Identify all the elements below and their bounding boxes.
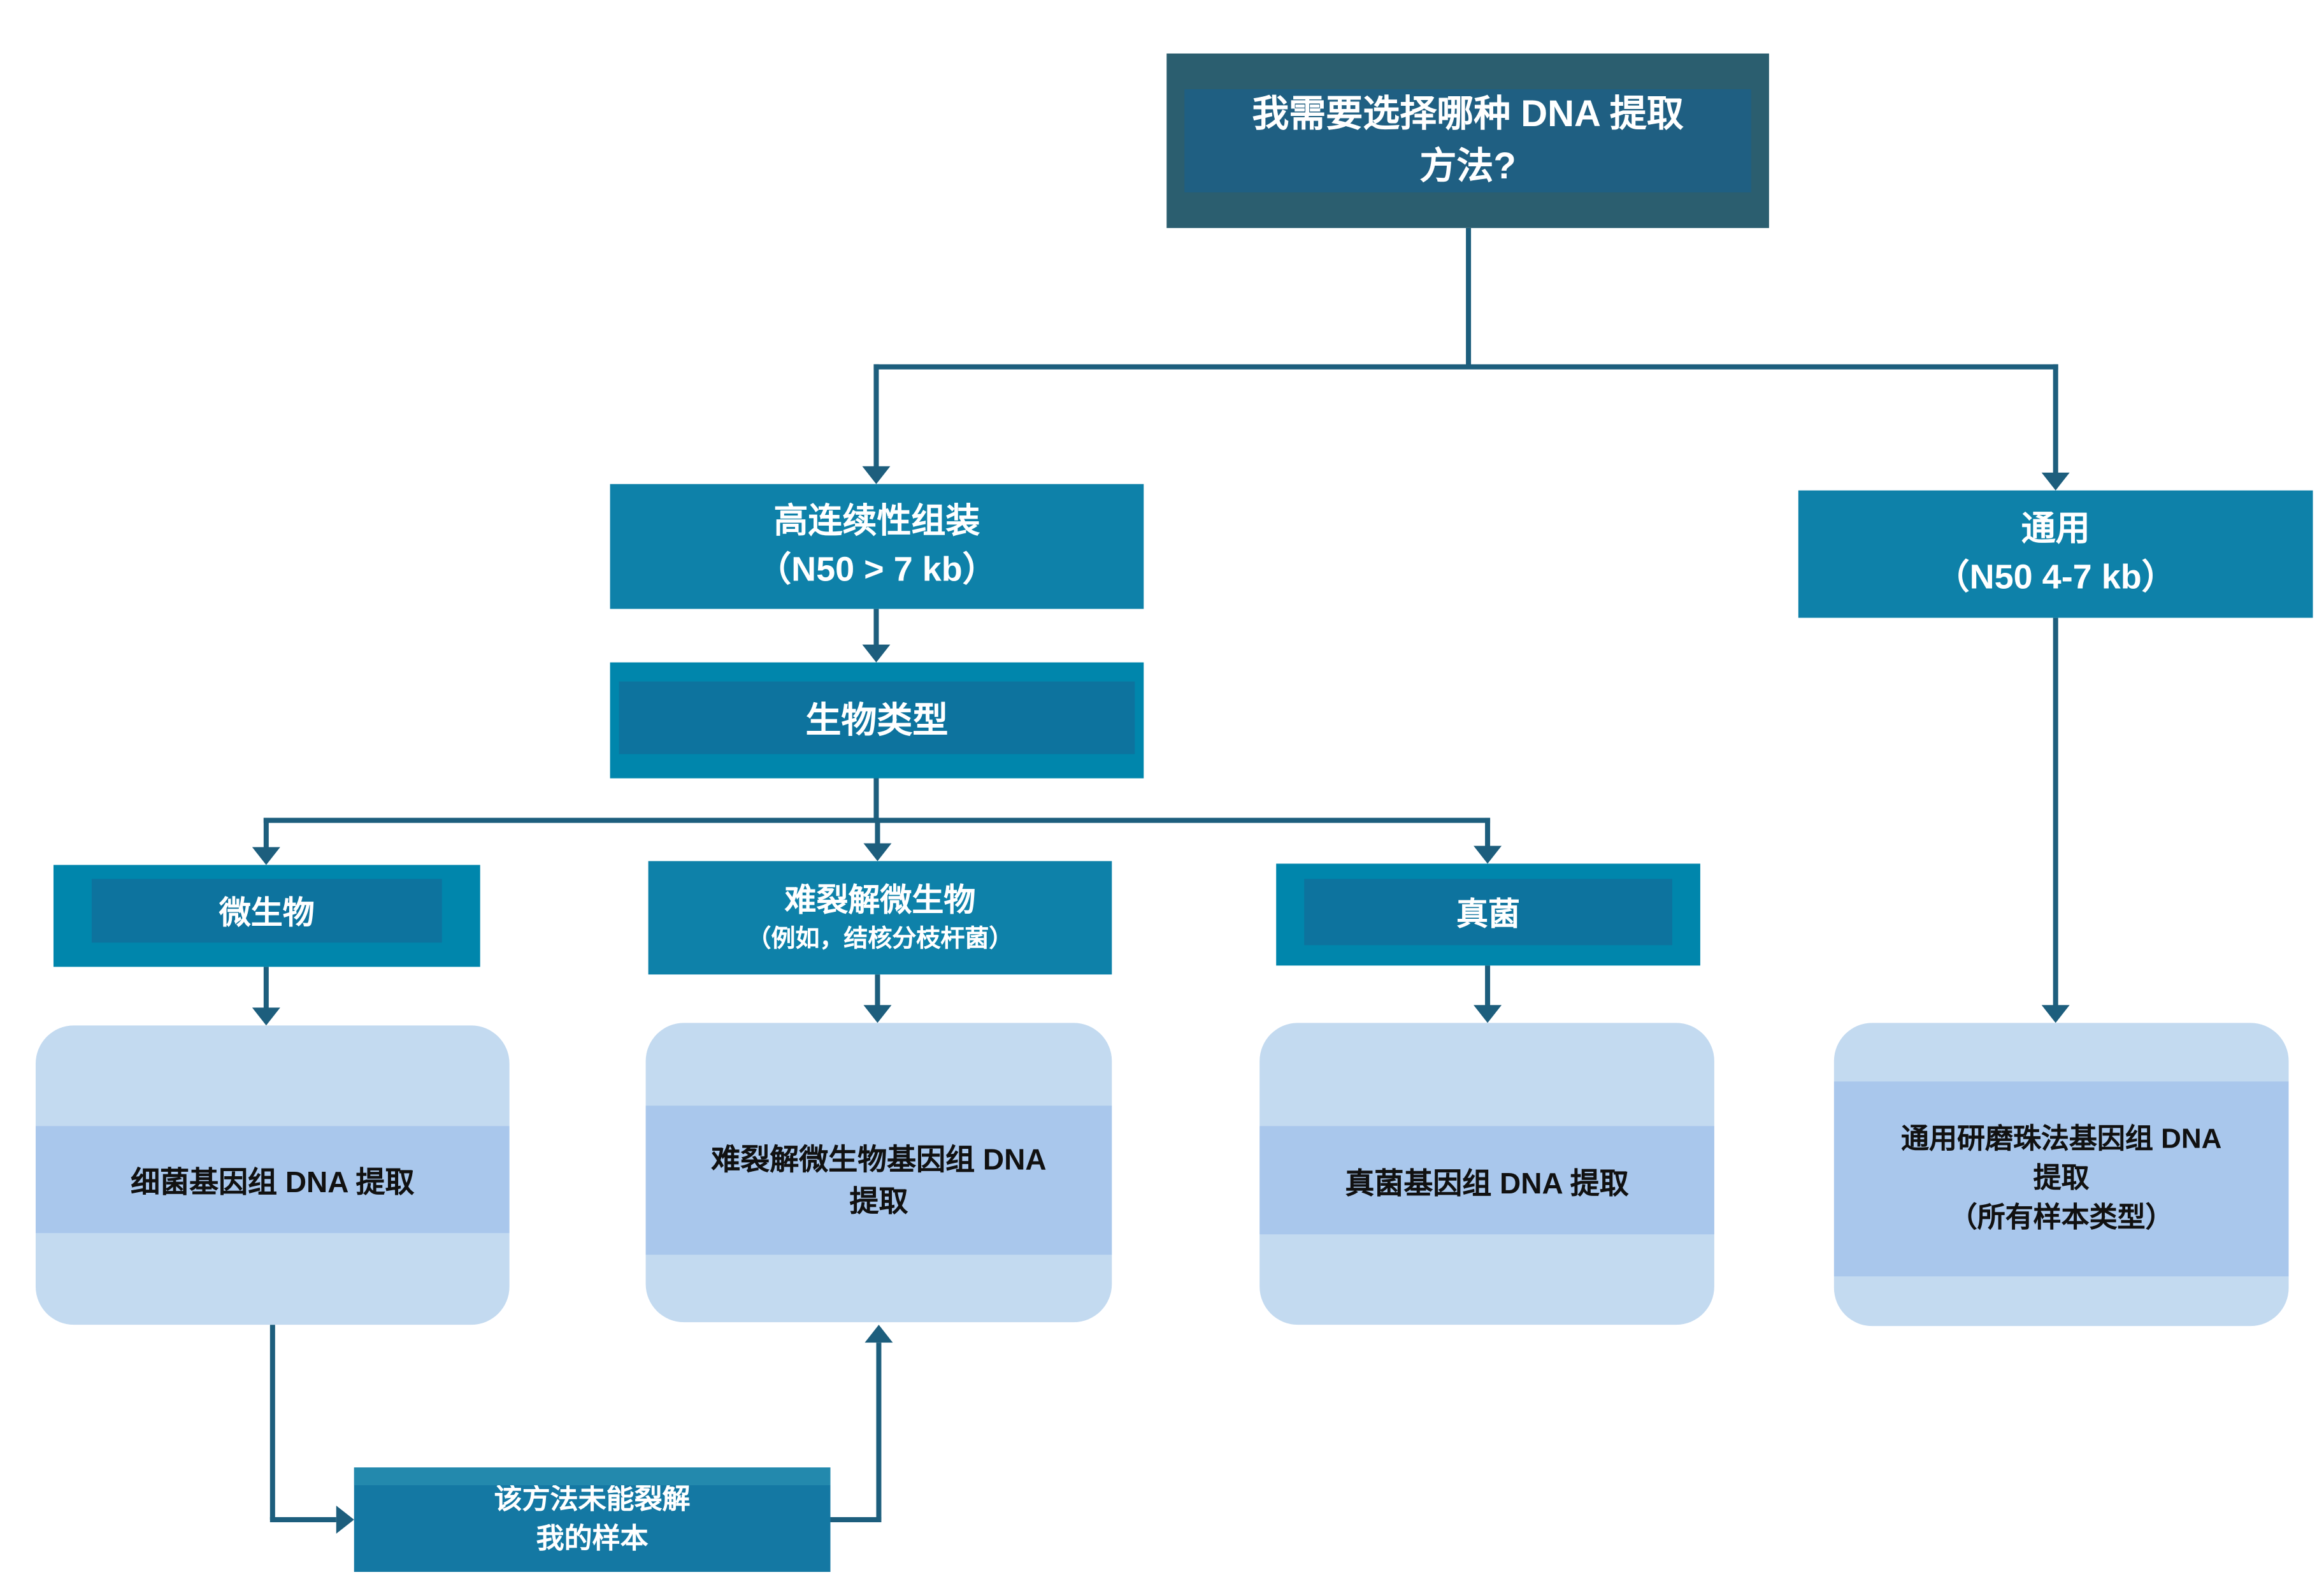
arrowhead-retry-hardlyse-icon xyxy=(864,1325,893,1343)
node-result-hard-text-line2: 提取 xyxy=(849,1184,908,1218)
node-hard-to-lyse-text-line2: （例如，结核分枝杆菌） xyxy=(747,925,1014,953)
node-result-universal-text-line3: （所有样本类型） xyxy=(1949,1201,2174,1233)
connector-to-assembly xyxy=(873,364,879,468)
node-result-fungi-band: 真菌基因组 DNA 提取 xyxy=(1259,1126,1714,1235)
node-organism-type: 生物类型 xyxy=(610,662,1144,779)
node-question-text-line1: 我需要选择哪种 DNA 提取 xyxy=(1252,94,1684,135)
arrowhead-microbe-result-icon xyxy=(252,1007,280,1026)
node-result-hard: 难裂解微生物基因组 DNA 提取 xyxy=(645,1023,1112,1323)
node-assembly-text-line2: （N50 > 7 kb） xyxy=(757,550,997,589)
connector-microbe-result xyxy=(263,967,269,1009)
node-result-universal-band: 通用研磨珠法基因组 DNA 提取 （所有样本类型） xyxy=(1833,1081,2289,1277)
node-fungi-panel: 真菌 xyxy=(1304,879,1672,946)
node-universal: 通用 （N50 4-7 kb） xyxy=(1798,490,2313,618)
node-fail-lysis-topband xyxy=(354,1467,831,1486)
node-fungi: 真菌 xyxy=(1276,863,1700,966)
node-microbe: 微生物 xyxy=(53,865,480,967)
arrowhead-to-fungi-icon xyxy=(1474,846,1502,864)
node-organism-type-panel: 生物类型 xyxy=(619,681,1135,754)
arrowhead-hardlyse-result-icon xyxy=(863,1005,892,1023)
connector-loop-down xyxy=(269,1325,275,1520)
connector-loop-up xyxy=(876,1343,882,1520)
node-question-text-line2: 方法? xyxy=(1419,145,1516,187)
arrowhead-to-assembly-icon xyxy=(862,466,891,484)
arrowhead-to-microbe-icon xyxy=(252,847,280,865)
node-result-universal-text-line2: 提取 xyxy=(2033,1162,2090,1194)
arrowhead-to-universal-icon xyxy=(2041,472,2070,491)
node-result-universal: 通用研磨珠法基因组 DNA 提取 （所有样本类型） xyxy=(1833,1023,2289,1327)
arrowhead-into-fail-icon xyxy=(336,1506,354,1534)
node-result-bacteria-text: 细菌基因组 DNA 提取 xyxy=(131,1165,415,1199)
connector-organism-down xyxy=(873,778,879,823)
connector-top-split xyxy=(873,364,2058,370)
node-result-bacteria-band: 细菌基因组 DNA 提取 xyxy=(35,1126,510,1234)
arrowhead-universal-result-icon xyxy=(2041,1005,2070,1023)
node-universal-text-line1: 通用 xyxy=(2021,510,2090,549)
node-assembly: 高连续性组装 （N50 > 7 kb） xyxy=(610,484,1144,609)
node-microbe-panel: 微生物 xyxy=(91,879,442,943)
node-universal-text-line2: （N50 4-7 kb） xyxy=(1935,558,2176,596)
connector-question-down xyxy=(1466,227,1472,368)
connector-to-hardlyse xyxy=(875,817,880,845)
node-organism-type-text: 生物类型 xyxy=(805,700,949,740)
node-result-fungi: 真菌基因组 DNA 提取 xyxy=(1259,1023,1714,1325)
connector-to-fungi xyxy=(1485,817,1491,847)
connector-to-microbe xyxy=(263,817,269,849)
node-fungi-text: 真菌 xyxy=(1456,897,1521,933)
node-result-bacteria: 细菌基因组 DNA 提取 xyxy=(35,1025,510,1325)
node-fail-lysis: 该方法未能裂解 我的样本 xyxy=(354,1467,831,1573)
node-microbe-text: 微生物 xyxy=(219,895,315,932)
node-question: 我需要选择哪种 DNA 提取 方法? xyxy=(1166,53,1769,228)
connector-hardlyse-result xyxy=(875,974,880,1007)
connector-to-universal xyxy=(2053,364,2058,474)
node-fail-lysis-text-line1: 该方法未能裂解 xyxy=(494,1483,691,1515)
node-fail-lysis-text-line2: 我的样本 xyxy=(536,1522,649,1555)
arrowhead-to-organism-icon xyxy=(862,644,891,663)
node-result-hard-band: 难裂解微生物基因组 DNA 提取 xyxy=(645,1105,1112,1255)
connector-assembly-organism xyxy=(873,608,879,646)
arrowhead-to-hardlyse-icon xyxy=(863,843,892,861)
node-question-panel: 我需要选择哪种 DNA 提取 方法? xyxy=(1184,89,1751,192)
node-assembly-text-line1: 高连续性组装 xyxy=(773,502,980,541)
node-hard-to-lyse: 难裂解微生物 （例如，结核分枝杆菌） xyxy=(648,861,1112,975)
node-result-fungi-text: 真菌基因组 DNA 提取 xyxy=(1345,1166,1629,1200)
connector-loop-right-h xyxy=(830,1517,882,1523)
connector-fungi-result xyxy=(1485,965,1491,1007)
connector-universal-result xyxy=(2053,617,2058,1007)
arrowhead-fungi-result-icon xyxy=(1474,1005,1502,1023)
connector-loop-left-h xyxy=(269,1517,336,1523)
node-result-universal-text-line1: 通用研磨珠法基因组 DNA xyxy=(1901,1122,2222,1155)
node-hard-to-lyse-text-line1: 难裂解微生物 xyxy=(784,882,976,918)
node-result-hard-text-line1: 难裂解微生物基因组 DNA xyxy=(711,1142,1047,1176)
